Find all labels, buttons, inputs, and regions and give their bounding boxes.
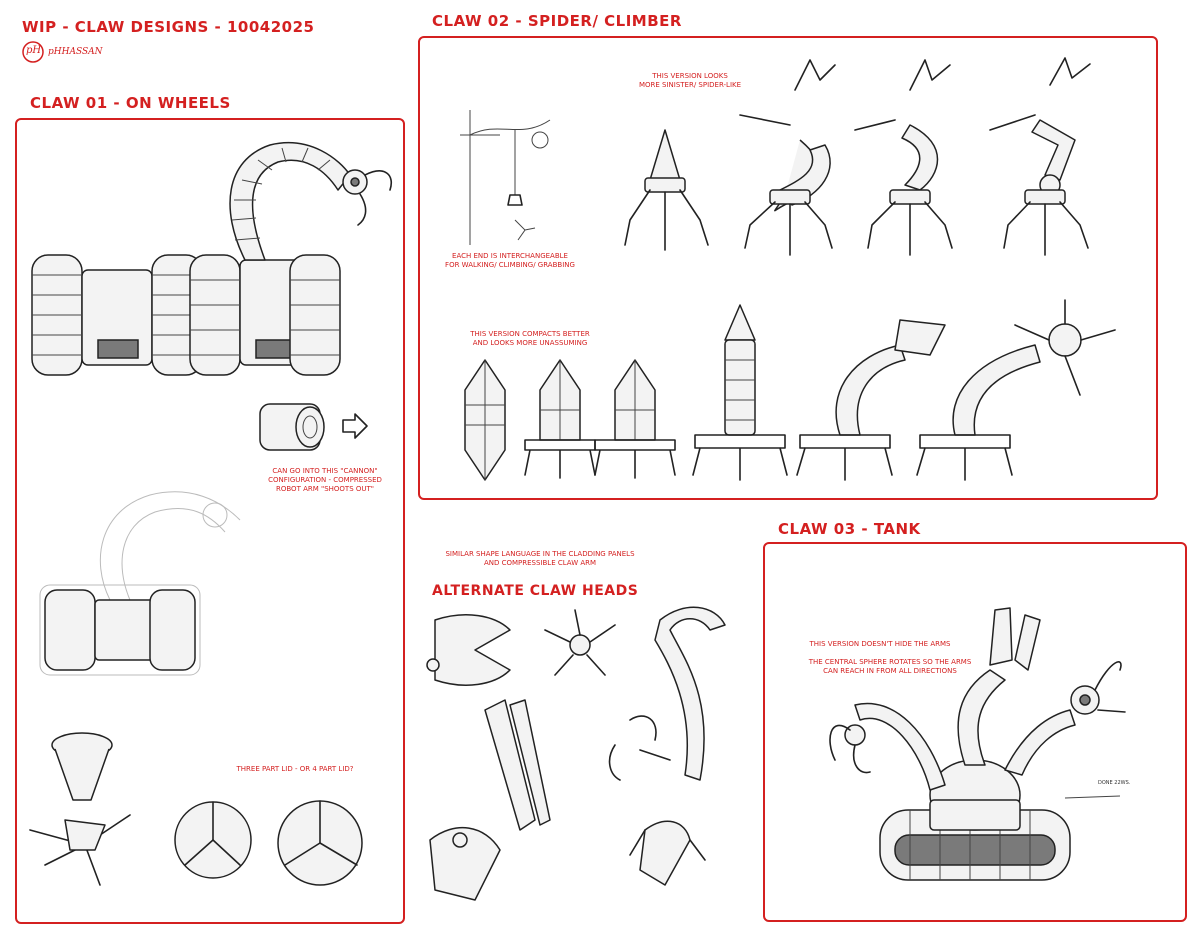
claw01-title: CLAW 01 - ON WHEELS	[30, 94, 231, 112]
claw03-title: CLAW 03 - TANK	[778, 520, 921, 538]
signature-text: pHHASSAN	[48, 47, 103, 57]
signature-initials: pH	[26, 45, 42, 56]
claw01-panel	[15, 118, 405, 924]
alt-claw-heads-drawings	[426, 606, 726, 901]
claw02-pod-row	[464, 299, 1116, 481]
signature-mark	[22, 41, 44, 63]
signature-logo: pH pHHASSAN	[22, 40, 132, 64]
claw02-climbing-sketch	[460, 110, 551, 245]
claw01-lid-note: THREE PART LID - OR 4 PART LID?	[236, 765, 354, 773]
claw02-title: CLAW 02 - SPIDER/ CLIMBER	[432, 12, 682, 30]
claw02-interchangeable-note: EACH END IS INTERCHANGEABLE FOR WALKING/…	[445, 252, 575, 269]
alt-heads-title: ALTERNATE CLAW HEADS	[432, 583, 639, 599]
claw01-wheeled-drawing	[31, 142, 392, 376]
claw02-compact-note: THIS VERSION COMPACTS BETTER AND LOOKS M…	[470, 330, 590, 347]
claw01-lid-drawings	[29, 732, 363, 886]
claw02-sinister-note: THIS VERSION LOOKS MORE SINISTER/ SPIDER…	[638, 72, 742, 89]
claw03-panel	[763, 542, 1187, 922]
page-title: WIP - CLAW DESIGNS - 10042025	[22, 18, 315, 36]
claw02-spider-row	[624, 57, 1091, 256]
claw03-arms-note: THIS VERSION DOESN'T HIDE THE ARMS	[809, 640, 951, 648]
shape-language-note: SIMILAR SHAPE LANGUAGE IN THE CLADDING P…	[445, 550, 635, 567]
claw02-panel	[418, 36, 1158, 500]
claw01-cannon-note: CAN GO INTO THIS "CANNON" CONFIGURATION …	[268, 467, 382, 493]
claw01-cannon-drawing	[259, 403, 368, 451]
claw01-cannon-arm-drawing	[39, 491, 241, 676]
claw03-small-note: DONE 22WS.	[1098, 780, 1131, 786]
claw03-tank-drawing	[829, 607, 1126, 881]
claw03-sphere-note: THE CENTRAL SPHERE ROTATES SO THE ARMS C…	[808, 658, 972, 675]
